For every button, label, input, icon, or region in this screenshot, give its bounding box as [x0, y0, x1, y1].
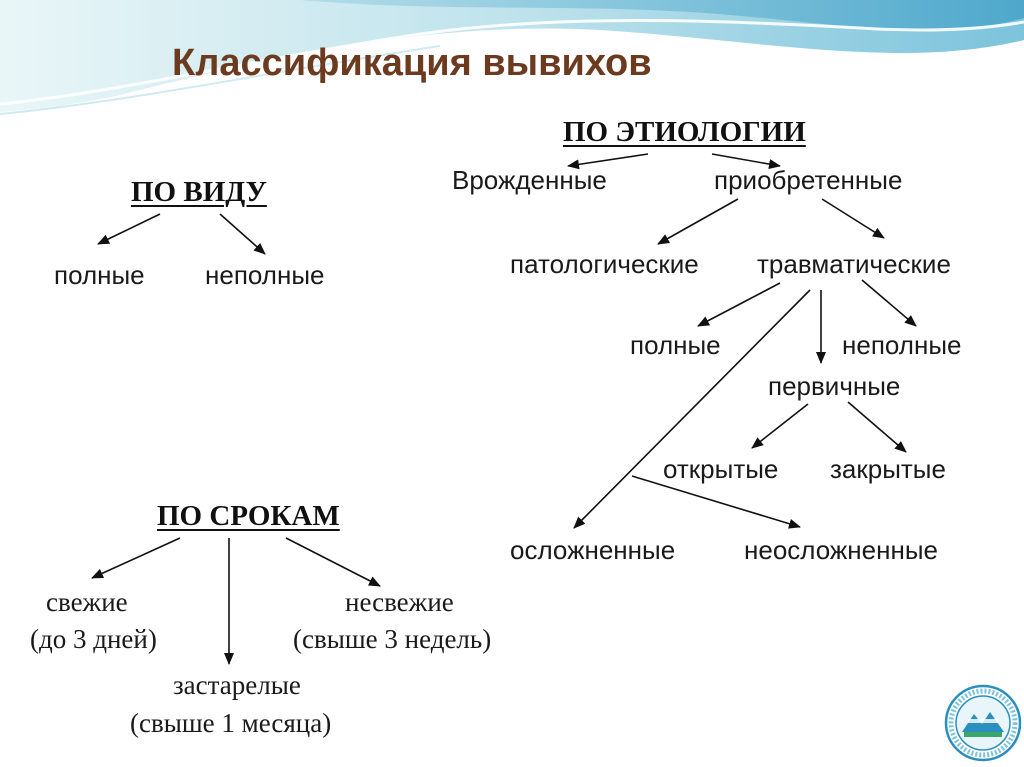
arrow-traumatic-partial: [861, 279, 917, 327]
arrow-type-partial: [219, 213, 266, 255]
header-wave-decoration: [0, 0, 1024, 115]
header-by-type: ПО ВИДУ: [131, 176, 267, 208]
arrow-etiology-congenital: [567, 153, 649, 170]
label-stale-note: (свыше 3 недель): [293, 624, 492, 654]
label-open: открытые: [663, 454, 779, 484]
university-seal-icon: [944, 684, 1022, 762]
label-closed: закрытые: [830, 454, 946, 484]
arrow-term-fresh: [91, 537, 181, 579]
arrow-acquired-pathological: [657, 198, 739, 245]
label-etiology-full: полные: [630, 330, 721, 360]
label-congenital: Врожденные: [452, 165, 607, 195]
label-complicated: осложненные: [510, 535, 676, 565]
label-type-partial: неполные: [205, 260, 325, 290]
label-old: застарелые: [173, 670, 301, 700]
arrow-type-full: [97, 213, 161, 245]
slide-title: Классификация вывихов: [172, 42, 652, 84]
header-by-etiology: ПО ЭТИОЛОГИИ: [563, 116, 806, 148]
arrow-etiology-acquired: [711, 153, 781, 170]
label-traumatic: травматические: [757, 249, 951, 279]
label-fresh: свежие: [46, 587, 128, 617]
arrow-primary-closed: [847, 401, 907, 453]
arrow-acquired-traumatic: [821, 198, 885, 239]
label-pathological: патологические: [510, 249, 699, 279]
label-etiology-partial: неполные: [842, 330, 962, 360]
header-by-term: ПО СРОКАМ: [157, 500, 340, 532]
label-type-full: полные: [54, 260, 145, 290]
arrow-primary-open: [751, 403, 809, 449]
label-uncomplicated: неосложненные: [744, 535, 938, 565]
arrow-traumatic-complicated: [573, 289, 811, 529]
arrow-traumatic-full: [697, 282, 781, 327]
arrow-term-stale: [285, 537, 381, 587]
label-old-note: (свыше 1 месяца): [130, 708, 332, 738]
label-fresh-note: (до 3 дней): [30, 624, 157, 654]
label-acquired: приобретенные: [714, 165, 903, 195]
arrow-uncomplicated: [631, 475, 801, 529]
label-stale: несвежие: [345, 587, 454, 617]
label-primary: первичные: [768, 371, 901, 401]
